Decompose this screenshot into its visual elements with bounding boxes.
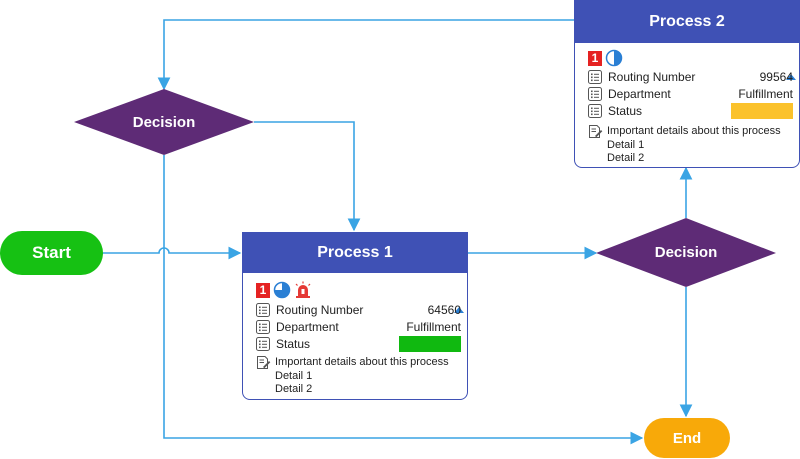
list-field-icon (256, 319, 270, 334)
status-swatch (731, 102, 793, 119)
note-edit-icon (589, 125, 603, 138)
process1-note: Important details about this process Det… (256, 355, 449, 396)
decision-right-label: Decision (654, 244, 718, 261)
field-label: Status (276, 336, 311, 351)
status-swatch (399, 335, 461, 352)
list-field-icon (588, 69, 602, 84)
detail-line: Detail 2 (607, 152, 645, 164)
detail-line: Detail 2 (275, 383, 313, 395)
start-label: Start (32, 243, 71, 262)
field-value: 64560 (427, 302, 461, 317)
field-label: Routing Number (608, 69, 696, 84)
collapse-arrow-icon[interactable] (786, 74, 796, 80)
field-value: 99564 (759, 69, 793, 84)
process2-title: Process 2 (649, 13, 725, 30)
decision-top-node[interactable]: Decision (74, 89, 254, 155)
process1-title: Process 1 (317, 244, 393, 261)
decision-right-node[interactable]: Decision (596, 218, 776, 287)
note-edit-icon (257, 356, 271, 369)
process2-field-routing: Routing Number 99564 (588, 69, 793, 84)
connector-process2-to-decision-top (157, 19, 574, 91)
process2-field-department: Department Fulfillment (588, 86, 793, 101)
field-label: Status (608, 103, 643, 118)
list-field-icon (256, 336, 270, 351)
list-field-icon (588, 86, 602, 101)
detail-line: Detail 1 (607, 139, 645, 151)
end-label: End (672, 429, 702, 447)
process1-field-department: Department Fulfillment (256, 319, 461, 334)
process2-note: Important details about this process Det… (588, 124, 781, 165)
field-label: Routing Number (276, 302, 364, 317)
note-title: Important details about this process (607, 125, 781, 137)
process1-card[interactable]: Process 1 1 Routing Number 64560 (242, 232, 468, 400)
pie-progress-icon (273, 281, 291, 299)
pie-progress-icon (605, 49, 623, 67)
decision-right-shape (596, 218, 776, 287)
connector-decision-top-to-process1 (254, 121, 361, 232)
process1-field-routing: Routing Number 64560 (256, 302, 461, 317)
field-label: Department (608, 86, 671, 101)
collapse-arrow-icon[interactable] (454, 307, 464, 313)
decision-top-shape (74, 89, 254, 155)
process2-card[interactable]: Process 2 1 Routing Number 99564 Departm… (574, 0, 800, 168)
field-value: Fulfillment (738, 86, 793, 101)
process1-header: Process 1 (243, 233, 467, 273)
process1-field-status: Status (256, 335, 461, 352)
field-value: Fulfillment (406, 319, 461, 334)
start-node[interactable]: Start (0, 231, 103, 275)
connector-start-to-process1 (103, 246, 242, 260)
alarm-light-icon (295, 281, 311, 298)
connector-decision-top-to-end (163, 155, 644, 445)
process2-field-status: Status (588, 102, 793, 119)
process1-icon-row: 1 (256, 281, 312, 299)
list-field-icon (256, 302, 270, 317)
list-field-icon (588, 103, 602, 118)
badge-one-icon: 1 (256, 282, 270, 298)
badge-one-icon: 1 (588, 50, 602, 66)
end-node[interactable]: End (644, 418, 730, 458)
decision-top-label: Decision (132, 113, 196, 131)
process2-header: Process 2 (575, 1, 799, 43)
field-label: Department (276, 319, 339, 334)
note-title: Important details about this process (275, 356, 449, 368)
detail-line: Detail 1 (275, 370, 313, 382)
process2-icon-row: 1 (588, 49, 623, 67)
